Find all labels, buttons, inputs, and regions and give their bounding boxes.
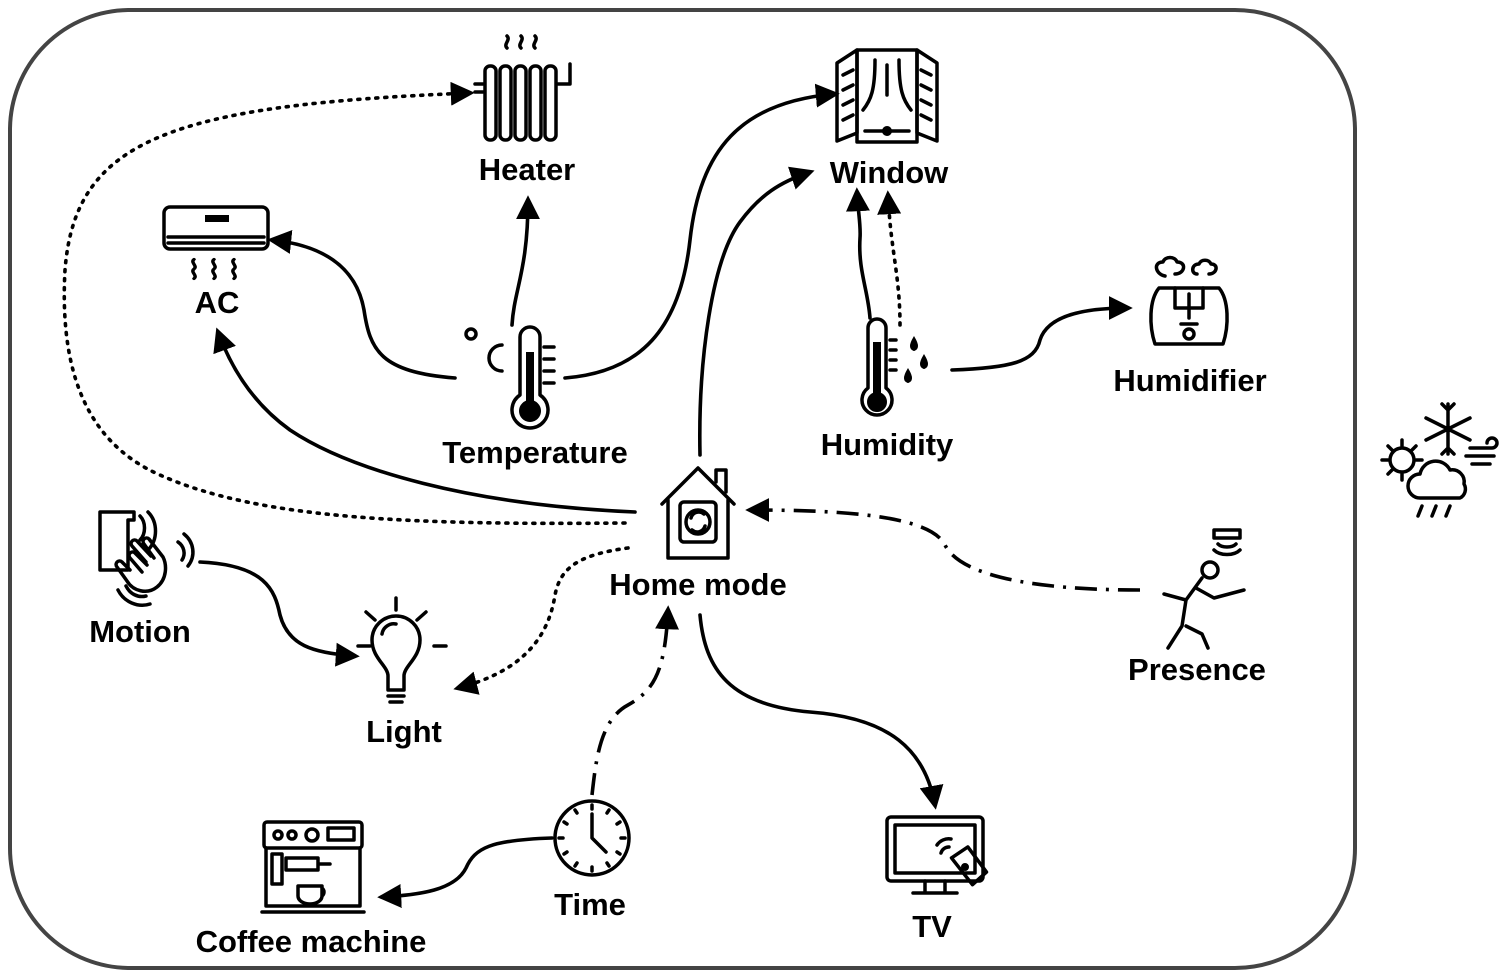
light-bulb-icon (356, 596, 448, 704)
heater-icon (473, 34, 572, 142)
edge-homemode-tv (698, 613, 944, 810)
air-conditioner-icon (162, 205, 270, 281)
edge-homemode-light (453, 546, 630, 695)
tv-icon (885, 815, 989, 895)
humidifier-icon (1149, 255, 1229, 346)
label-temperature: Temperature (442, 435, 628, 470)
edge-motion-light (198, 560, 360, 667)
edge-humidity-window-dotted (877, 190, 902, 327)
window-icon (835, 48, 939, 144)
label-humidity: Humidity (821, 427, 954, 462)
environment-frame (8, 8, 1357, 970)
label-ac: AC (195, 285, 240, 320)
edge-temperature-ac (267, 230, 457, 380)
clock-icon (553, 799, 631, 877)
edge-presence-homemode (745, 498, 1141, 592)
label-coffee-machine: Coffee machine (196, 924, 427, 959)
thermometer-icon (464, 325, 556, 430)
label-humidifier: Humidifier (1113, 363, 1266, 398)
label-light: Light (366, 714, 442, 749)
edge-homemode-heater (62, 81, 627, 526)
label-presence: Presence (1128, 652, 1266, 687)
motion-sensor-icon (98, 510, 195, 607)
presence-sensor-icon (1162, 528, 1246, 650)
label-time: Time (554, 887, 626, 922)
label-home-mode: Home mode (609, 567, 786, 602)
label-heater: Heater (479, 152, 576, 187)
edge-humidity-humidifier (950, 296, 1133, 372)
edge-temperature-heater (510, 195, 540, 327)
weather-icon (1380, 402, 1499, 518)
label-window: Window (830, 155, 949, 190)
edge-time-homemode (590, 605, 680, 796)
smart-home-icon (660, 466, 736, 560)
label-tv: TV (912, 909, 952, 944)
label-motion: Motion (89, 614, 191, 649)
coffee-machine-icon (260, 820, 366, 914)
edge-homemode-ac (213, 327, 637, 514)
edges (62, 81, 1141, 908)
edge-time-coffee (377, 836, 554, 908)
edge-temperature-window (563, 83, 840, 380)
edge-homemode-window (698, 166, 815, 457)
humidity-thermometer-icon (860, 317, 928, 417)
edge-humidity-window-solid (845, 187, 872, 320)
